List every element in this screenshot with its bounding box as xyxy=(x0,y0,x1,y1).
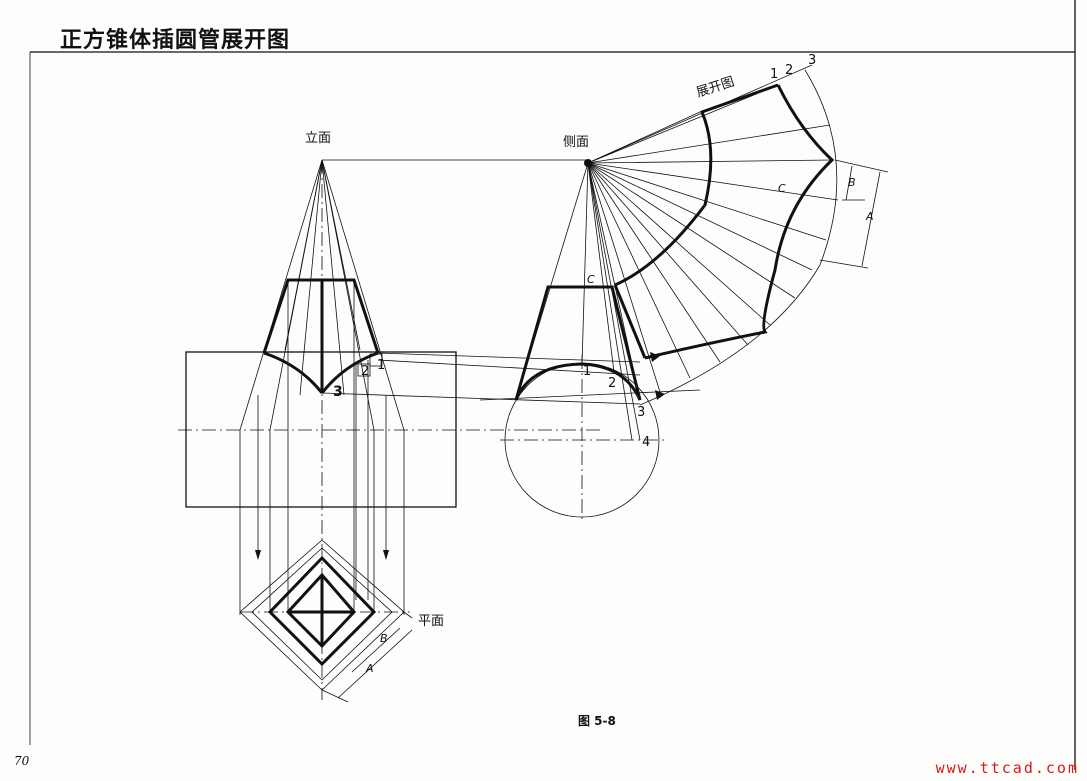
side-point-1: 1 xyxy=(583,364,591,379)
dev-dim-a: A xyxy=(865,210,874,223)
dev-dim-b: B xyxy=(848,176,856,189)
development-label: 展开图 xyxy=(695,74,737,100)
front-point-2: 2 xyxy=(361,364,369,379)
side-point-2: 2 xyxy=(608,376,616,391)
dev-point-1: 1 xyxy=(770,67,778,82)
front-intersection-left xyxy=(263,351,324,394)
dev-point-3: 3 xyxy=(808,53,816,68)
development-view: B A C 展开图 1 2 3 xyxy=(479,53,889,406)
side-point-4: 4 xyxy=(642,435,650,450)
plan-pyramid-square xyxy=(267,555,377,667)
side-point-3: 3 xyxy=(637,405,645,420)
side-frustum xyxy=(514,285,642,401)
dev-point-2: 2 xyxy=(785,63,793,78)
side-intersection-curve xyxy=(514,362,642,401)
page-number: 70 xyxy=(14,754,30,768)
front-point-3: 3 xyxy=(333,384,343,400)
front-intersection-right xyxy=(320,351,379,394)
development-inner-edge xyxy=(614,83,779,287)
page-title: 正方锥体插圆管展开图 xyxy=(60,28,291,53)
side-dim-c: C xyxy=(587,273,595,286)
development-outer-edge xyxy=(644,84,835,360)
plan-view: A B 平面 xyxy=(239,539,444,703)
watermark: www.ttcad.com xyxy=(935,759,1079,777)
plan-dim-a: A xyxy=(365,662,374,675)
side-view-label: 侧面 xyxy=(563,135,589,150)
plan-dim-b: B xyxy=(380,632,388,645)
front-view-label: 立面 xyxy=(305,131,331,146)
front-view: 立面 3 2 1 xyxy=(178,131,641,700)
figure-caption: 图 5-8 xyxy=(578,714,616,728)
front-point-1: 1 xyxy=(377,358,385,373)
side-view: 侧面 C 1 2 3 4 xyxy=(500,135,665,520)
plan-view-label: 平面 xyxy=(418,614,444,629)
dev-dim-c: C xyxy=(778,182,786,195)
